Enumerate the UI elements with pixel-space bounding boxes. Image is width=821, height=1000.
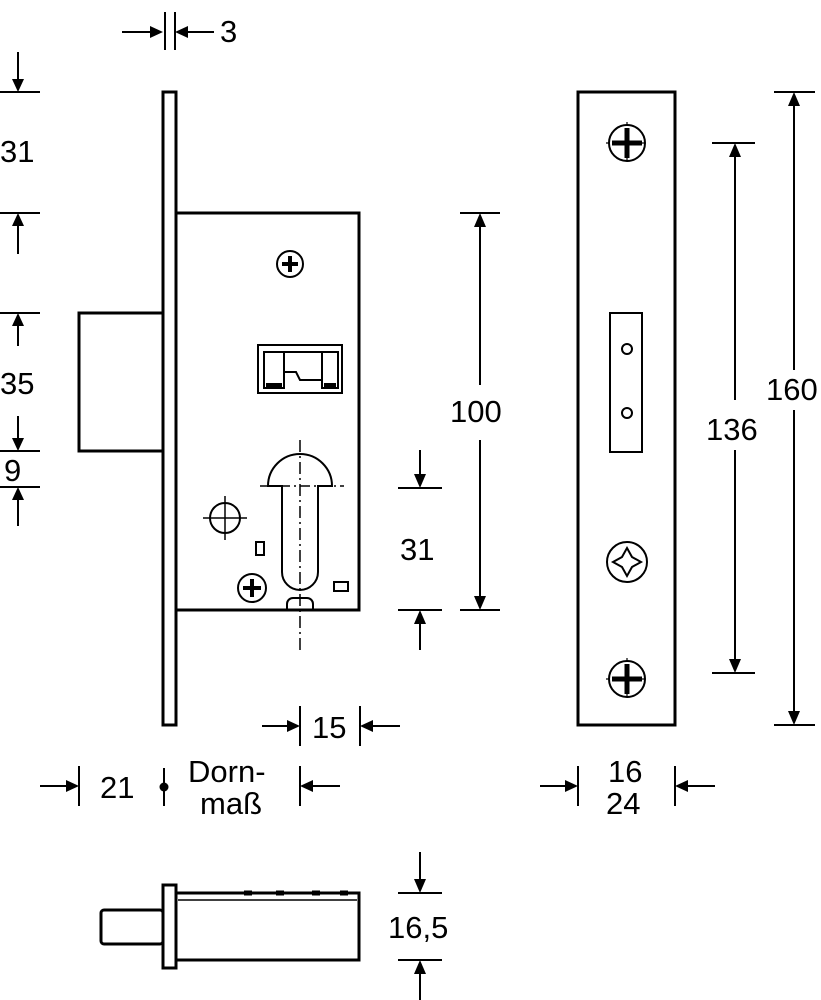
dim-label-15: 15 (312, 710, 346, 745)
faceplate (161, 90, 178, 727)
dim-label-35: 35 (0, 366, 34, 401)
lock-case (174, 211, 361, 612)
dim-strike-width: 16 24 (540, 754, 715, 821)
dim-bolt: 35 9 (0, 312, 40, 526)
dim-label-100: 100 (450, 394, 502, 429)
case-notch (286, 597, 314, 610)
dim-label-dornmass-2: maß (200, 786, 262, 821)
dim-label-16-5: 16,5 (388, 910, 448, 945)
lock-side-view (77, 90, 361, 727)
dim-label-16: 16 (608, 754, 642, 789)
dim-label-9: 9 (4, 453, 21, 488)
cylinder-cutout (260, 440, 344, 650)
screw-icon (276, 250, 304, 278)
forend-front-view (576, 90, 677, 727)
deadbolt (77, 311, 165, 453)
cylinder-hole-icon (606, 541, 648, 583)
dim-label-31-cylinder: 31 (400, 532, 434, 567)
dim-cylinder-offset: 15 (262, 706, 400, 746)
forend-plate (576, 90, 677, 727)
dim-strike-total: 160 (766, 91, 818, 726)
latch-mechanism (257, 344, 343, 394)
bottom-bolt (99, 908, 165, 946)
dim-bottom-width: 16,5 (388, 852, 448, 1000)
bottom-case (174, 891, 361, 962)
screw-icon (606, 122, 648, 164)
dim-faceplate-thickness: 3 (122, 12, 237, 50)
dim-label-31-top: 31 (0, 134, 34, 169)
dim-case-height: 100 (450, 212, 502, 611)
dim-label-136: 136 (706, 412, 758, 447)
slot (255, 541, 265, 556)
screw-icon (237, 573, 267, 603)
latch-opening (609, 312, 643, 453)
dim-backset: 21 Dorn- maß (40, 754, 340, 821)
spindle-hole-icon (203, 496, 247, 540)
dim-label-3: 3 (220, 14, 237, 49)
lock-bottom-view (99, 883, 361, 970)
dim-label-24: 24 (606, 786, 640, 821)
dim-label-21: 21 (100, 770, 134, 805)
hole (621, 407, 633, 419)
dim-label-dornmass-1: Dorn- (188, 754, 266, 789)
bottom-faceplate (161, 883, 178, 970)
slot (333, 581, 349, 592)
hole (621, 343, 633, 355)
dim-strike-inner: 136 (706, 142, 758, 674)
dim-cylinder-distance: 31 (398, 450, 442, 650)
screw-icon (606, 658, 648, 700)
dim-top-offset: 31 (0, 52, 40, 254)
dim-label-160: 160 (766, 372, 818, 407)
